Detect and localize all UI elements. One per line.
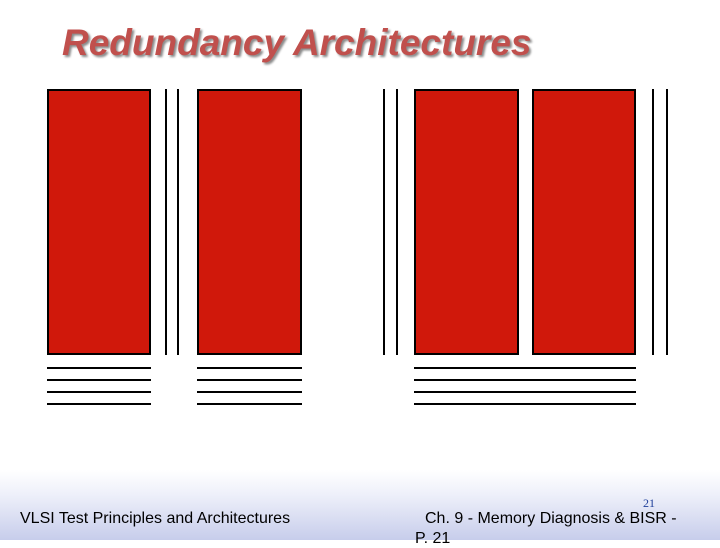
spare-column-line <box>652 89 654 355</box>
footer-page-label: P. 21 <box>415 530 451 547</box>
spare-row-line <box>197 367 302 369</box>
memory-array-block <box>414 89 519 355</box>
footer-band <box>0 470 720 540</box>
spare-column-line <box>383 89 385 355</box>
memory-array-block <box>532 89 636 355</box>
page-number: 21 <box>643 496 655 510</box>
spare-row-line <box>414 367 636 369</box>
footer-course-title: VLSI Test Principles and Architectures <box>20 510 291 527</box>
spare-row-line <box>197 403 302 405</box>
memory-array-block <box>197 89 302 355</box>
spare-column-line <box>396 89 398 355</box>
spare-row-line <box>47 367 151 369</box>
spare-row-line <box>197 379 302 381</box>
spare-row-line <box>47 403 151 405</box>
spare-row-line <box>414 403 636 405</box>
spare-row-line <box>197 391 302 393</box>
spare-row-line <box>47 379 151 381</box>
spare-row-line <box>47 391 151 393</box>
memory-array-block <box>47 89 151 355</box>
spare-column-line <box>666 89 668 355</box>
spare-row-line <box>414 391 636 393</box>
footer-chapter-title: Ch. 9 - Memory Diagnosis & BISR - <box>425 510 677 527</box>
spare-column-line <box>177 89 179 355</box>
spare-column-line <box>165 89 167 355</box>
slide-title: Redundancy Architectures <box>62 22 532 63</box>
spare-row-line <box>414 379 636 381</box>
